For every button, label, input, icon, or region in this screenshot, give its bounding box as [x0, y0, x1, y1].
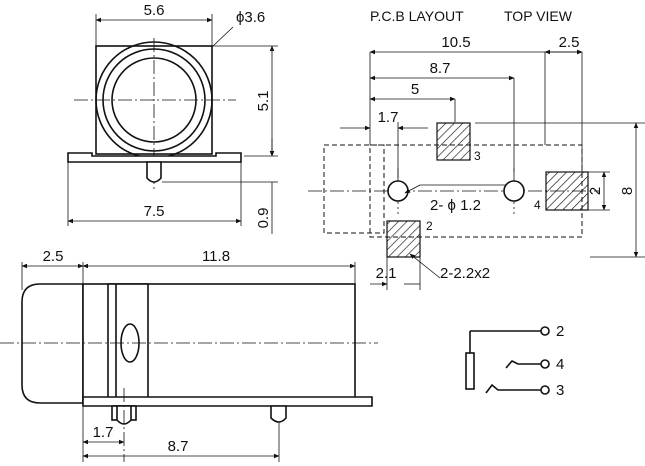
base-height-label: 0.9 — [255, 208, 272, 229]
side-view: 2.5 11.8 1.7 8.7 — [0, 248, 378, 462]
front-base — [67, 152, 242, 163]
schematic-sleeve — [465, 352, 475, 390]
pad-4-label: 4 — [534, 198, 541, 212]
pcb-layout-title: P.C.B LAYOUT — [370, 8, 464, 24]
base-width-label: 7.5 — [144, 203, 165, 220]
top-view-title: TOP VIEW — [504, 8, 573, 24]
pad-3-label: 3 — [474, 149, 481, 163]
pcb-right-label: 2.5 — [559, 34, 580, 51]
schematic: 2 4 3 — [465, 323, 564, 399]
front-width-label: 5.6 — [144, 2, 165, 19]
pcb-outline — [323, 144, 385, 234]
pcb-pad-height-label: 2 — [587, 187, 604, 195]
schematic-pin3-label: 3 — [556, 382, 564, 399]
pad-3 — [436, 122, 471, 161]
side-length-label: 11.8 — [202, 248, 230, 265]
schematic-pin3-terminal — [540, 385, 550, 395]
side-front-cap — [21, 283, 84, 404]
schematic-pin2-terminal — [540, 326, 550, 336]
pcb-hole2-label: 5 — [411, 81, 419, 98]
schematic-pin4-terminal — [540, 359, 550, 369]
pcb-layout: P.C.B LAYOUT TOP VIEW 10.5 2.5 8.7 5 1.7… — [308, 8, 645, 290]
pad-4 — [545, 171, 589, 211]
front-height-label: 5.1 — [255, 91, 272, 112]
schematic-pin4-label: 4 — [556, 356, 564, 373]
hole-diameter-label: ϕ3.6 — [236, 9, 265, 26]
pcb-hole-left — [387, 180, 409, 202]
pad-2 — [386, 220, 421, 258]
pads-callout: 2-2.2x2 — [440, 265, 490, 282]
pad-2-label: 2 — [426, 219, 433, 233]
pcb-hole1-label: 1.7 — [378, 109, 399, 126]
pcb-pad3-label: 8.7 — [430, 60, 451, 77]
holes-callout: 2- ϕ 1.2 — [430, 197, 481, 214]
side-front-label: 2.5 — [43, 248, 64, 265]
pcb-hole-right — [503, 180, 525, 202]
pcb-pad2-width-label: 2.1 — [376, 265, 397, 282]
side-pin2-label: 8.7 — [168, 438, 189, 455]
side-pin1-label: 1.7 — [93, 424, 114, 441]
pcb-total-label: 10.5 — [441, 34, 470, 51]
front-view: 5.6 ϕ3.6 5.1 0.9 7.5 — [67, 2, 278, 234]
side-pin-right — [270, 405, 287, 423]
pcb-total-height-label: 8 — [619, 187, 636, 195]
side-base — [82, 396, 373, 407]
front-pin — [146, 161, 162, 183]
schematic-pin2-label: 2 — [556, 323, 564, 340]
side-band — [107, 283, 149, 404]
